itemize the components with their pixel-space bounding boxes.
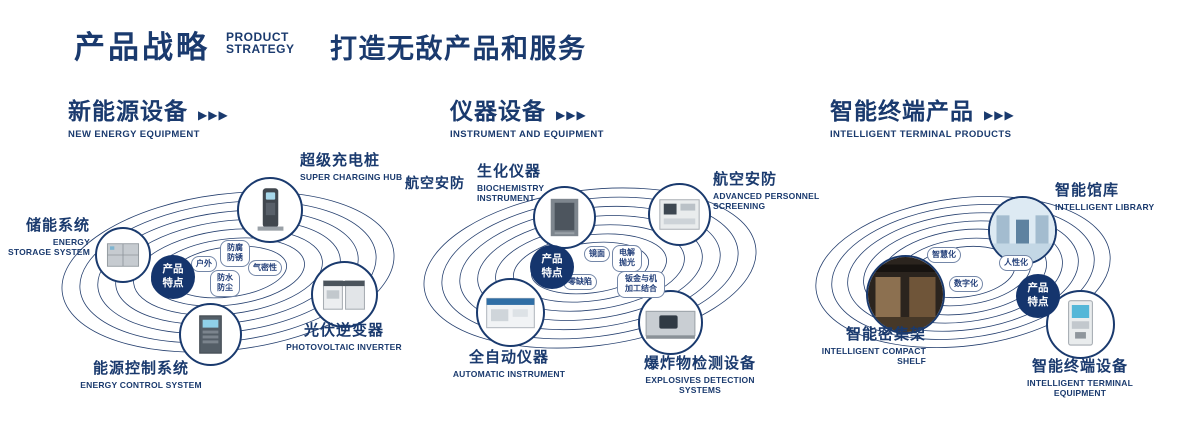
page-title-en: PRODUCT STRATEGY [226,31,294,55]
pv-inverter-image [311,261,378,328]
product-name: 储能系统 [25,217,90,234]
product-label-energy-control: 能源控制系统 ENERGY CONTROL SYSTEM [75,357,207,390]
triple-arrow-icon: ▶▶▶ [984,108,1015,122]
product-label-personnel-screening: 航空安防 ADVANCED PERSONNEL SCREENING [713,168,825,211]
product-name-en: ENERGY CONTROL SYSTEM [80,380,202,390]
product-name: 生化仪器 [477,163,542,180]
product-name: 光伏逆变器 [303,322,384,339]
product-features-badge: 产品特点 [1016,274,1060,318]
scanner-tunnel-icon [645,310,696,339]
feature-pill: 户外 [191,256,217,273]
product-name-en: EXPLOSIVES DETECTION SYSTEMS [645,375,755,396]
feature-pill: 镜面 [584,246,610,263]
feature-pill: 气密性 [248,260,282,277]
product-name-en: INTELLIGENT LIBRARY [1055,202,1155,212]
storage-cabinet-icon [106,243,140,267]
inverter-cabinets-icon [322,280,365,310]
product-name-en: ADVANCED PERSONNEL SCREENING [713,191,820,212]
product-label-intelligent-library: 智能馆库 INTELLIGENT LIBRARY [1055,179,1170,212]
feature-pill: 零缺陷 [563,274,597,291]
section-subtitle: INSTRUMENT AND EQUIPMENT [450,129,604,140]
section-header-new-energy: 新能源设备 ▶▶▶ NEW ENERGY EQUIPMENT [68,92,229,140]
product-label-automatic-instrument: 全自动仪器 AUTOMATIC INSTRUMENT [448,346,570,379]
energy-control-image [179,303,242,366]
product-name: 智能密集架 [845,326,926,343]
product-name: 智能馆库 [1055,182,1120,199]
shelf-room-icon [868,257,943,332]
biochemistry-cabinet-icon [550,198,579,237]
tagline: 打造无敌产品和服务 [330,34,587,64]
section-header-instrument: 仪器设备 ▶▶▶ INSTRUMENT AND EQUIPMENT [450,92,604,140]
feature-pill: 钣金与机加工结合 [617,271,665,298]
screening-machine-icon [659,199,700,230]
charging-pile-icon [257,188,284,231]
section-subtitle: INTELLIGENT TERMINAL PRODUCTS [830,129,1012,140]
product-name-en: AUTOMATIC INSTRUMENT [452,369,566,379]
triple-arrow-icon: ▶▶▶ [556,108,587,122]
product-name-en: ENERGY STORAGE SYSTEM [8,237,90,258]
feature-pill: 电解抛光 [612,245,642,272]
triple-arrow-icon: ▶▶▶ [198,108,229,122]
section-header-intelligent: 智能终端产品 ▶▶▶ INTELLIGENT TERMINAL PRODUCTS [830,92,1015,140]
product-label-pv-inverter: 光伏逆变器 PHOTOVOLTAIC INVERTER [285,319,403,352]
product-label-biochemistry: 生化仪器 BIOCHEMISTRY INSTRUMENT [477,160,557,203]
product-name: 爆炸物检测设备 [643,355,756,372]
intelligent-terminal-image [1046,290,1115,359]
section-subtitle: NEW ENERGY EQUIPMENT [68,129,200,140]
kiosk-icon [1068,300,1093,346]
library-room-icon [990,198,1055,263]
product-name: 航空安防 [713,171,778,188]
feature-pill: 数字化 [949,276,983,293]
product-label-energy-storage: 储能系统 ENERGY STORAGE SYSTEM [8,214,90,257]
product-name-en: BIOCHEMISTRY INSTRUMENT [477,183,545,204]
side-label-aviation-security: 航空安防 [405,175,465,191]
product-name: 智能终端设备 [1031,358,1128,375]
personnel-screening-image [648,183,711,246]
subtitle-line-2: STRATEGY [226,42,295,56]
automatic-instrument-image [476,278,545,347]
product-label-compact-shelf: 智能密集架 INTELLIGENT COMPACT SHELF [818,323,926,366]
product-label-intelligent-terminal: 智能终端设备 INTELLIGENT TERMINAL EQUIPMENT [1005,355,1155,398]
product-name: 能源控制系统 [92,360,189,377]
product-features-badge: 产品特点 [530,245,574,289]
orbit-set-intelligent [815,195,1111,349]
control-cabinet-icon [199,315,222,354]
product-name: 超级充电桩 [300,152,381,169]
product-name: 全自动仪器 [468,349,549,366]
section-title: 仪器设备 [450,98,546,124]
energy-storage-image [95,227,151,283]
product-name-en: INTELLIGENT COMPACT SHELF [821,346,926,367]
explosives-detection-image [638,290,703,355]
product-label-super-charging-hub: 超级充电桩 SUPER CHARGING HUB [300,149,420,182]
product-name-en: SUPER CHARGING HUB [300,172,403,182]
feature-pill: 防腐防锈 [220,240,250,267]
page-title: 产品战略 [74,30,210,65]
feature-pill: 防水防尘 [210,270,240,297]
super-charging-hub-image [237,177,303,243]
analyzer-machine-icon [486,297,535,329]
product-features-badge: 产品特点 [151,255,195,299]
compact-shelf-image [866,255,945,334]
section-title: 智能终端产品 [830,98,974,124]
feature-pill: 人性化 [999,255,1033,272]
subtitle-line-1: PRODUCT [226,30,289,44]
section-title: 新能源设备 [68,98,188,124]
product-name-en: PHOTOVOLTAIC INVERTER [286,342,402,352]
biochemistry-instrument-image [533,186,596,249]
product-label-explosives-detection: 爆炸物检测设备 EXPLOSIVES DETECTION SYSTEMS [632,352,768,395]
product-name-en: INTELLIGENT TERMINAL EQUIPMENT [1027,378,1133,399]
feature-pill: 智慧化 [927,247,961,264]
